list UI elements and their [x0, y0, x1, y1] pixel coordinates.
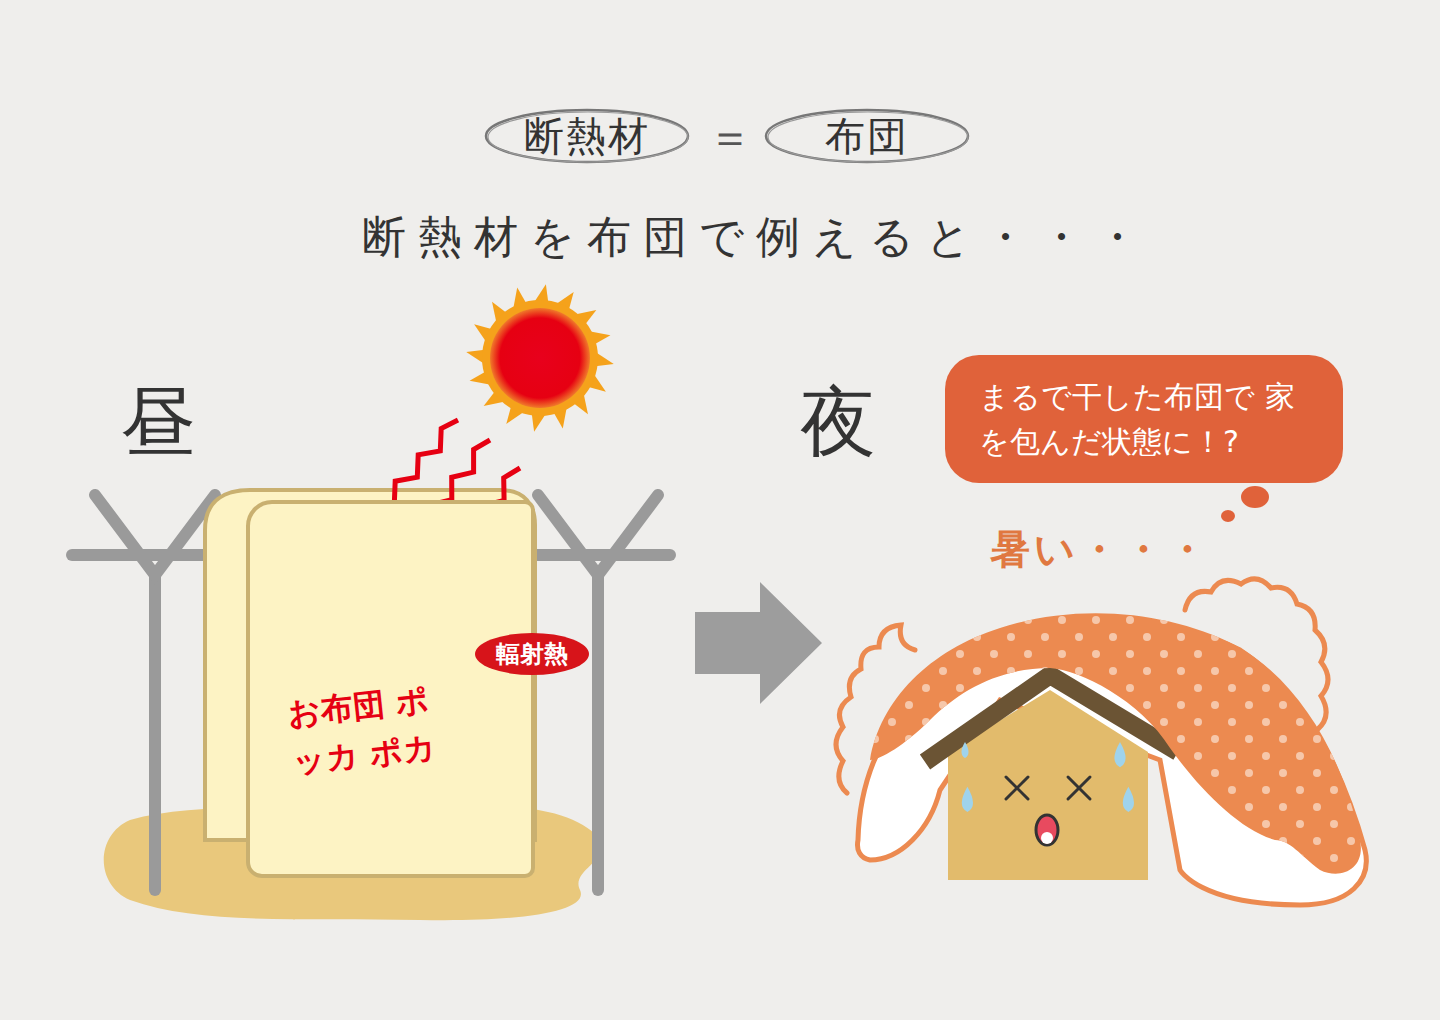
red-node: 輻射熱	[474, 632, 590, 676]
blanket-dots	[870, 613, 1361, 874]
blanket	[870, 613, 1361, 874]
thought-dots	[1221, 486, 1269, 522]
oval-node: 布団	[764, 108, 970, 164]
night-label: 夜	[800, 372, 876, 475]
node-text: 断熱材	[524, 109, 650, 164]
equals-sign: ＝	[708, 108, 752, 167]
sun-ring	[482, 300, 598, 416]
node-text: まるで干した布団で 家を包んだ状態に！?	[979, 374, 1309, 464]
futon-node: お布団 ポッカ ポカ輻射熱	[246, 500, 535, 878]
bubble-node: まるで干した布団で 家を包んだ状態に！?	[945, 355, 1343, 483]
house-face	[1006, 777, 1090, 845]
arrow-right	[695, 582, 822, 704]
drying-rack	[72, 495, 670, 890]
node-text: お布団 ポッカ ポカ	[285, 674, 444, 785]
subtitle: 断熱材を布団で例えると・・・	[362, 208, 1151, 267]
node-text: 輻射熱	[496, 638, 568, 670]
sweat-drops	[962, 742, 1135, 812]
sun	[466, 284, 614, 432]
oval-node: 断熱材	[484, 108, 690, 164]
node-text: 布団	[825, 109, 909, 164]
hot-label: 暑い・・・	[990, 522, 1211, 577]
day-label: 昼	[120, 372, 196, 475]
sun-core	[490, 308, 590, 408]
